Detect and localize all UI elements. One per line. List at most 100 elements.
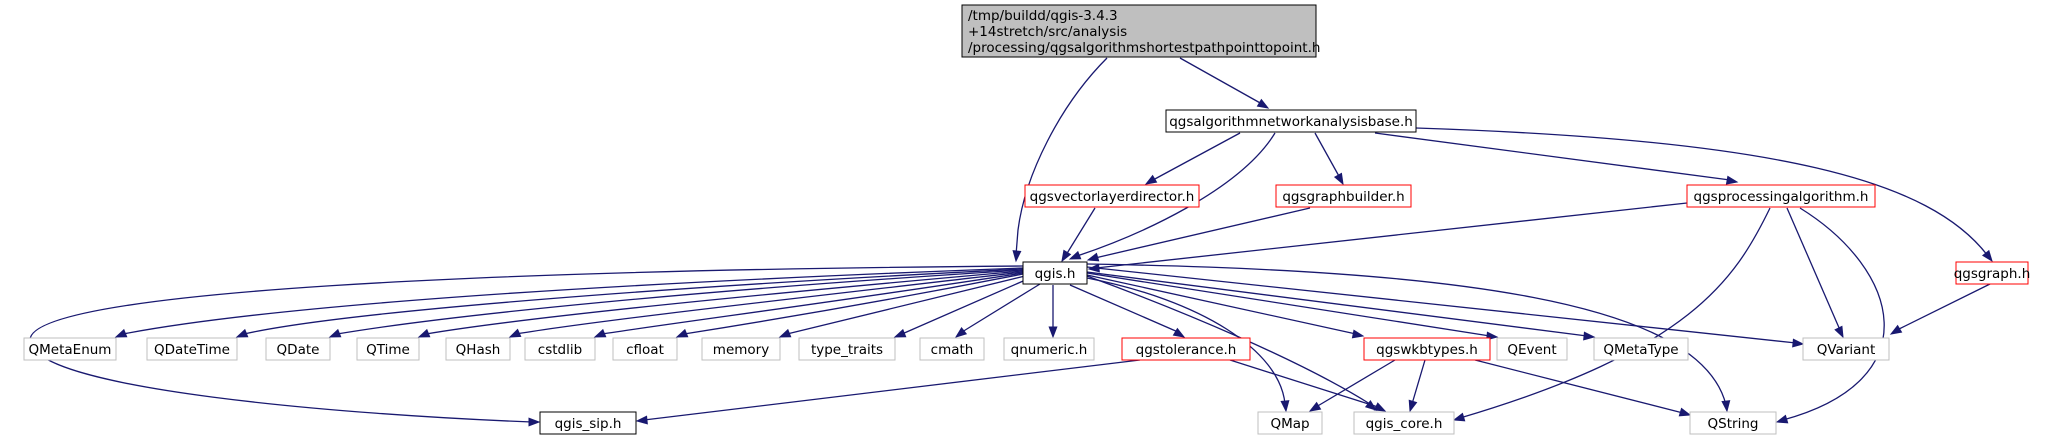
arrowhead bbox=[1373, 402, 1387, 412]
node-qhash: QHash bbox=[445, 337, 511, 361]
nodes: /tmp/buildd/qgis-3.4.3+14stretch/src/ana… bbox=[23, 4, 2031, 435]
node-box bbox=[798, 337, 896, 361]
node-box bbox=[1121, 337, 1251, 361]
edge-tolerance-to-core bbox=[1229, 359, 1387, 412]
node-label: QMetaType bbox=[1603, 342, 1678, 358]
edge-netbase-to-vld bbox=[1144, 132, 1241, 185]
edge-wkb-to-qmap bbox=[1308, 359, 1396, 412]
edge-line bbox=[336, 269, 1024, 335]
edge-line bbox=[1896, 283, 1991, 331]
node-box bbox=[612, 337, 678, 361]
edge-line bbox=[1179, 57, 1263, 105]
node-box bbox=[1353, 411, 1455, 435]
node-vld[interactable]: qgsvectorlayerdirector.h bbox=[1024, 184, 1200, 208]
edge-qgis-to-qmetaenum bbox=[114, 267, 1024, 338]
edge-pa-to-qvariant bbox=[1786, 207, 1844, 339]
edge-line bbox=[1315, 359, 1396, 408]
arrowhead bbox=[1048, 326, 1058, 339]
node-cmath: cmath bbox=[919, 337, 985, 361]
node-qnumeric: qnumeric.h bbox=[1003, 337, 1095, 361]
node-label: cstdlib bbox=[538, 342, 582, 358]
node-box bbox=[1165, 109, 1417, 133]
node-label: QHash bbox=[456, 342, 501, 358]
arrowhead bbox=[1012, 250, 1022, 263]
node-box bbox=[539, 411, 637, 435]
node-box bbox=[1022, 261, 1088, 285]
edge-qgis-to-cfloat bbox=[675, 273, 1024, 338]
edge-line bbox=[1094, 207, 1311, 259]
edge-line bbox=[1415, 127, 1989, 257]
node-sip[interactable]: qgis_sip.h bbox=[539, 411, 637, 435]
edge-qgis-to-qnumeric bbox=[1048, 285, 1058, 339]
arrowhead bbox=[1408, 399, 1418, 413]
node-root[interactable]: /tmp/buildd/qgis-3.4.3+14stretch/src/ana… bbox=[961, 4, 1320, 58]
node-label: QString bbox=[1708, 416, 1759, 432]
arrowhead bbox=[528, 417, 541, 427]
node-graph[interactable]: qgsgraph.h bbox=[1954, 261, 2031, 285]
edge-line bbox=[643, 359, 1141, 421]
edge-line bbox=[1086, 263, 1727, 406]
edge-line bbox=[786, 275, 1026, 335]
edge-qgis-to-cmath bbox=[954, 283, 1041, 338]
edge-vld-to-qgis bbox=[1061, 207, 1096, 263]
arrowhead bbox=[1068, 250, 1082, 260]
node-label: QDate bbox=[277, 342, 320, 358]
arrowhead bbox=[778, 328, 792, 338]
node-qmetatype: QMetaType bbox=[1593, 337, 1689, 361]
node-cstdlib: cstdlib bbox=[524, 337, 596, 361]
node-label: qgis_core.h bbox=[1366, 416, 1443, 432]
node-label: QEvent bbox=[1507, 342, 1556, 358]
arrowhead bbox=[328, 328, 342, 338]
node-label: qgsprocessingalgorithm.h bbox=[1694, 189, 1869, 205]
arrowhead bbox=[114, 328, 128, 338]
node-label: qgsalgorithmnetworkanalysisbase.h bbox=[1169, 114, 1413, 130]
node-box bbox=[1024, 184, 1200, 208]
node-label: qnumeric.h bbox=[1011, 342, 1088, 358]
node-core: qgis_core.h bbox=[1353, 411, 1455, 435]
arrowhead bbox=[1351, 329, 1365, 339]
node-box bbox=[1363, 337, 1491, 361]
node-box bbox=[1802, 337, 1890, 361]
node-box bbox=[701, 337, 781, 361]
node-pa[interactable]: qgsprocessingalgorithm.h bbox=[1686, 184, 1876, 208]
node-label: qgis.h bbox=[1035, 266, 1076, 282]
arrowhead bbox=[1792, 338, 1805, 348]
edge-line bbox=[243, 268, 1024, 335]
arrowhead bbox=[1086, 252, 1100, 262]
edge-line bbox=[901, 277, 1031, 335]
arrowhead bbox=[1061, 249, 1072, 263]
arrowhead bbox=[1452, 412, 1466, 422]
node-label: QVariant bbox=[1817, 342, 1876, 358]
node-qmap: QMap bbox=[1257, 411, 1323, 435]
edge-qgis-to-type_traits bbox=[893, 277, 1031, 338]
node-qmetaenum: QMetaEnum bbox=[23, 337, 117, 361]
arrowhead bbox=[954, 326, 968, 338]
edge-root-to-netbase bbox=[1179, 57, 1270, 109]
node-qstring: QString bbox=[1689, 411, 1777, 435]
node-box bbox=[1686, 184, 1876, 208]
edge-line bbox=[1314, 132, 1341, 179]
node-tolerance[interactable]: qgstolerance.h bbox=[1121, 337, 1251, 361]
node-box bbox=[356, 337, 420, 361]
node-gb[interactable]: qgsgraphbuilder.h bbox=[1275, 184, 1412, 208]
node-box bbox=[919, 337, 985, 361]
edge-qgis-to-qtime bbox=[417, 270, 1024, 338]
node-label: QMap bbox=[1270, 416, 1309, 432]
arrowhead bbox=[1725, 175, 1739, 185]
arrowhead bbox=[1678, 407, 1692, 417]
edge-tolerance-to-sip bbox=[635, 359, 1141, 425]
edge-line bbox=[1374, 132, 1731, 181]
edge-qgis-to-qmetatype bbox=[1086, 271, 1596, 341]
edge-line bbox=[425, 270, 1024, 335]
node-qvariant: QVariant bbox=[1802, 337, 1890, 361]
node-wkb[interactable]: qgswkbtypes.h bbox=[1363, 337, 1491, 361]
node-label: QTime bbox=[366, 342, 410, 358]
arrowhead bbox=[1172, 327, 1186, 338]
node-qgis[interactable]: qgis.h bbox=[1022, 261, 1088, 285]
arrowhead bbox=[893, 328, 907, 338]
edge-qgis-to-tolerance bbox=[1069, 284, 1186, 338]
node-type_traits: type_traits bbox=[798, 337, 896, 361]
node-netbase[interactable]: qgsalgorithmnetworkanalysisbase.h bbox=[1165, 109, 1417, 133]
edge-root-to-qgis bbox=[1012, 57, 1108, 263]
arrowhead bbox=[1981, 249, 1993, 263]
